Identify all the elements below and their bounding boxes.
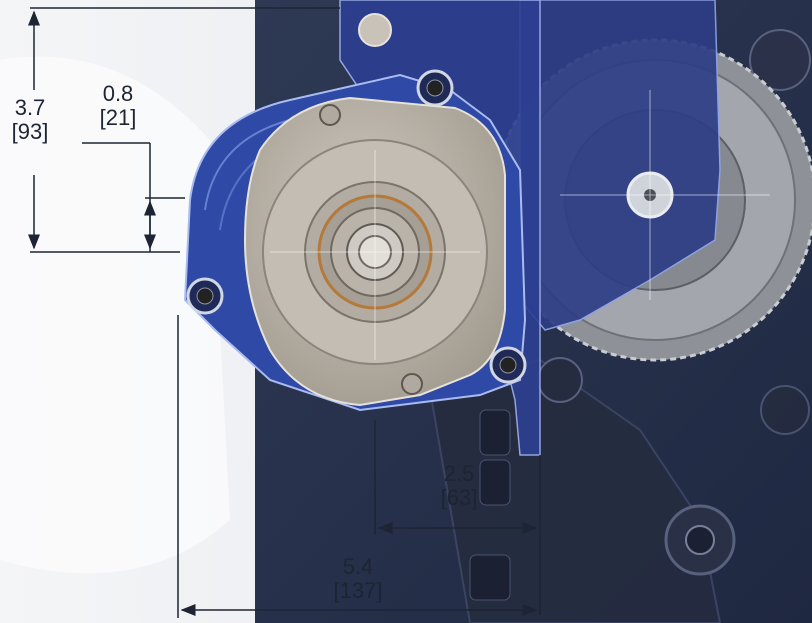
height-total-metric: [93]: [11, 119, 49, 144]
height-total-value: 3.7: [14, 95, 46, 120]
width-half-metric: [63]: [440, 485, 478, 510]
dimension-width-half: 2.5 [63]: [424, 462, 494, 510]
rear-mechanism: [428, 29, 811, 623]
center-lines: [270, 90, 770, 360]
dimension-width-total: 5.4 [137]: [318, 555, 398, 603]
dimension-offset-small: 0.8 [21]: [88, 82, 148, 130]
width-half-value: 2.5: [443, 461, 475, 486]
width-total-value: 5.4: [342, 554, 374, 579]
plate-screw-bottom: [401, 373, 423, 395]
white-flare: [0, 56, 230, 574]
offset-small-value: 0.8: [102, 81, 134, 106]
dimension-height-total: 3.7 [93]: [2, 96, 58, 144]
housing-bolts: [186, 69, 527, 384]
motor-shaft: [262, 139, 488, 365]
offset-small-metric: [21]: [99, 105, 137, 130]
plate-screw-top: [319, 104, 341, 126]
dimension-lines: [28, 7, 541, 618]
width-total-metric: [137]: [333, 578, 383, 603]
bracket-bolt-top: [358, 13, 392, 47]
